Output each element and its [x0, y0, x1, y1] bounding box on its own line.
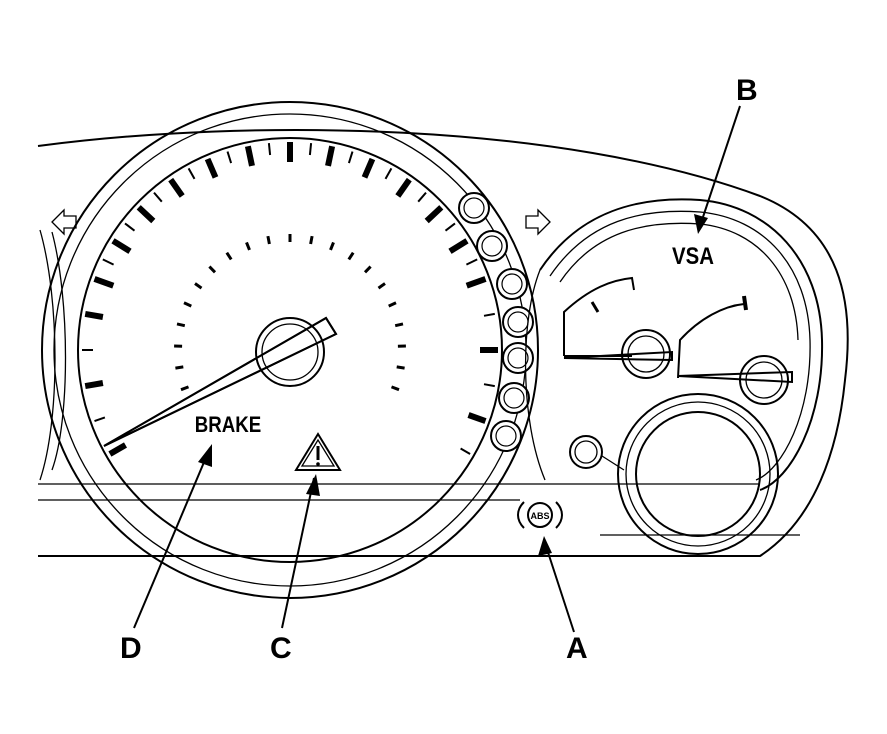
callout-letter-a: A — [566, 632, 588, 665]
speedometer-inner-tick — [363, 265, 372, 274]
leader-c — [281, 477, 315, 629]
speedometer — [41, 101, 539, 599]
speedometer-tick — [361, 157, 376, 179]
vsa-indicator-label: VSA — [672, 242, 714, 269]
indicator-lamp — [502, 306, 534, 338]
indicator-lamp — [458, 192, 490, 224]
small-indicator-lamp — [569, 435, 625, 471]
speedometer-hub — [255, 317, 325, 387]
callout-leaders — [133, 105, 741, 633]
indicator-lamp-inner — [507, 347, 529, 369]
indicator-lamp — [496, 268, 528, 300]
speedometer-tick — [444, 222, 456, 232]
speedometer-inner-ticks — [174, 234, 406, 392]
abs-indicator-label: ABS — [530, 511, 549, 521]
speedometer-inner-tick — [309, 235, 314, 245]
speedometer-tick — [465, 276, 487, 289]
speedometer-inner-tick — [245, 241, 251, 251]
brake-indicator-label: BRAKE — [195, 414, 261, 438]
speedometer-tick — [417, 191, 427, 203]
speedometer-tick — [94, 416, 106, 423]
speedometer-tick — [168, 177, 185, 198]
speedometer-tick — [424, 205, 444, 224]
speedometer-tick — [108, 442, 127, 457]
speedometer-tick — [325, 145, 336, 167]
right-gauge-cluster: VSA — [524, 198, 824, 555]
fuel-gauge — [563, 276, 673, 379]
abs-indicator-icon: ABS — [517, 501, 563, 529]
speedometer-inner-tick — [180, 385, 190, 392]
speedometer-tick — [267, 142, 272, 156]
leader-d-arrowhead — [198, 444, 212, 467]
callout-letter-d: D — [120, 632, 142, 665]
turn-signal-right-icon — [525, 208, 551, 236]
speedometer-inner-tick — [175, 365, 184, 370]
speedometer-tick — [102, 258, 115, 266]
speedometer-inner-tick — [194, 282, 203, 290]
leader-d — [133, 447, 211, 629]
speedometer-tick — [483, 383, 495, 388]
leader-a-arrowhead — [538, 536, 552, 556]
speedometer-inner-tick — [394, 322, 404, 328]
speedometer-inner-tick — [266, 235, 271, 245]
indicator-lamp — [490, 420, 522, 452]
speedometer-inner-tick — [377, 282, 386, 290]
indicator-lamp-inner — [481, 235, 503, 257]
speedometer-inner-tick — [347, 251, 355, 261]
indicator-lamp — [498, 382, 530, 414]
lower-gauge-window — [617, 393, 779, 555]
speedometer-tick — [384, 167, 393, 180]
cluster-housing — [37, 128, 849, 557]
leader-a — [543, 539, 575, 633]
speedometer-tick — [483, 312, 495, 317]
speedometer-tick — [136, 205, 156, 224]
speedometer-tick — [124, 222, 136, 232]
callout-letter-b: B — [736, 74, 758, 107]
speedometer-tick — [111, 238, 132, 254]
speedometer-outer-ticks — [82, 142, 498, 457]
turn-signal-left-icon — [51, 208, 77, 236]
speedometer-inner-tick — [225, 251, 233, 261]
speedometer-tick — [244, 145, 255, 167]
speedometer-tick — [204, 157, 219, 179]
indicator-lamp-inner — [463, 197, 485, 219]
warning-triangle-icon — [294, 432, 342, 471]
indicator-lamp-inner — [495, 425, 517, 447]
indicator-lamp-inner — [503, 387, 525, 409]
leader-c-arrowhead — [306, 474, 320, 496]
speedometer-inner-tick — [176, 322, 186, 328]
leader-b — [699, 105, 741, 227]
speedometer-inner-tick — [390, 385, 400, 392]
speedometer-tick — [153, 191, 163, 203]
leader-b-arrowhead — [694, 214, 708, 234]
speedometer-tick — [308, 142, 313, 156]
speedometer-tick — [448, 238, 469, 254]
temperature-gauge — [677, 295, 793, 405]
indicator-lamp-inner — [501, 273, 523, 295]
speedometer-tick — [84, 380, 104, 390]
speedometer-inner-tick — [396, 365, 405, 370]
speedometer-tick — [347, 151, 354, 164]
speedometer-tick — [187, 167, 196, 180]
speedometer-tick — [395, 177, 412, 198]
speedometer-inner-tick — [208, 265, 217, 274]
speedometer-inner-tick — [388, 301, 397, 308]
indicator-lamp — [476, 230, 508, 262]
speedometer-tick — [460, 447, 471, 455]
speedometer-tick — [93, 276, 115, 289]
speedometer-tick — [465, 258, 478, 266]
speedometer-tick — [226, 151, 233, 164]
speedometer-inner-tick — [329, 241, 335, 251]
indicator-light-column — [458, 192, 534, 452]
callout-letter-c: C — [270, 632, 292, 665]
speedometer-tick — [467, 412, 487, 424]
speedometer-tick — [84, 310, 104, 320]
speedometer-inner-tick — [183, 301, 192, 308]
